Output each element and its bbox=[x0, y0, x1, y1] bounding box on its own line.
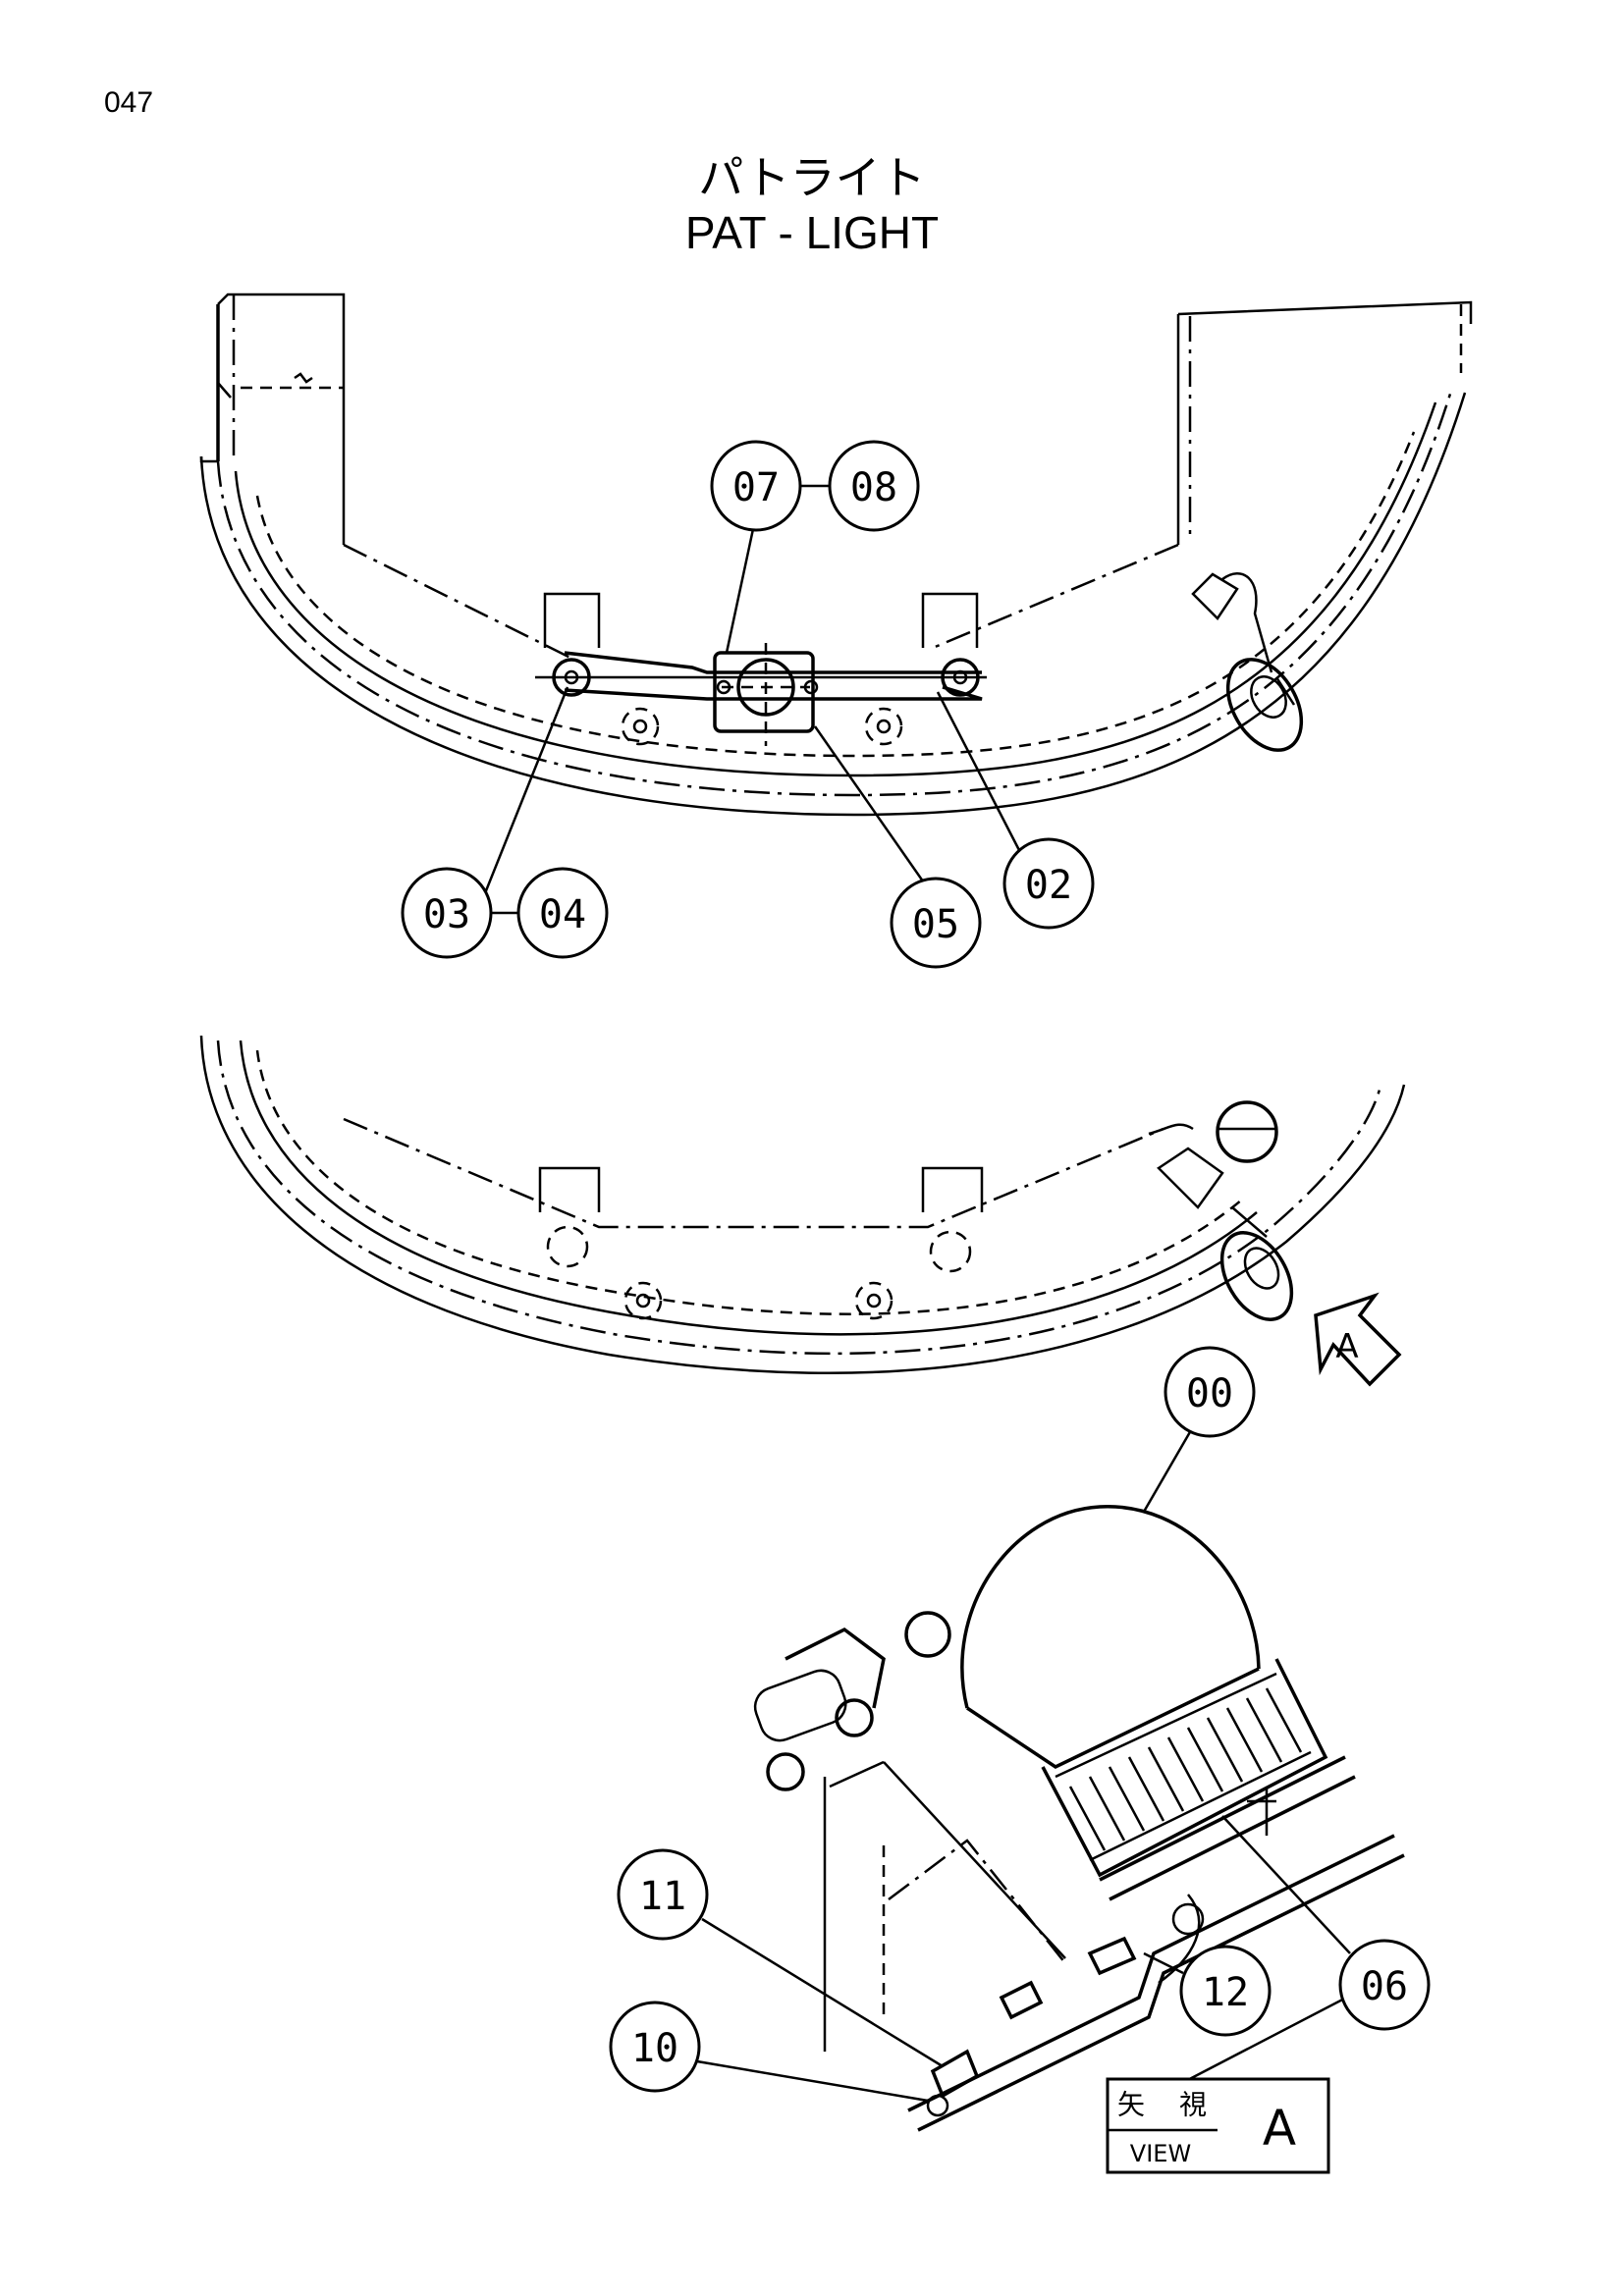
callout-08: 08 bbox=[828, 440, 920, 532]
view-arrow-label: A bbox=[1335, 1327, 1358, 1366]
detail-view-drawing bbox=[753, 1505, 1405, 2132]
callout-02-label: 02 bbox=[1025, 863, 1072, 908]
callout-08-label: 08 bbox=[850, 465, 897, 510]
callout-06-label: 06 bbox=[1361, 1964, 1408, 2009]
callout-12: 12 bbox=[1179, 1945, 1272, 2037]
callout-03: 03 bbox=[401, 867, 493, 959]
view-en-label: VIEW bbox=[1130, 2140, 1191, 2167]
title-english: PAT - LIGHT bbox=[684, 207, 940, 258]
callout-10-label: 10 bbox=[631, 2026, 678, 2071]
top-view-drawing bbox=[199, 293, 1473, 817]
callout-11: 11 bbox=[617, 1848, 709, 1941]
middle-view-drawing bbox=[199, 1035, 1406, 1387]
callout-07: 07 bbox=[710, 440, 802, 532]
lamp-knurl bbox=[1068, 1687, 1303, 1851]
view-jp-char-2: 視 bbox=[1179, 2089, 1207, 2121]
leader-lines bbox=[469, 514, 1351, 2103]
view-a-box: 矢 視 VIEW A bbox=[1106, 2077, 1330, 2174]
callout-07-label: 07 bbox=[732, 465, 780, 510]
callout-10: 10 bbox=[609, 2001, 701, 2093]
callout-00-label: 00 bbox=[1186, 1371, 1233, 1416]
callout-03-label: 03 bbox=[423, 892, 470, 937]
callout-06: 06 bbox=[1338, 1939, 1431, 2031]
callout-05: 05 bbox=[890, 877, 982, 969]
callout-00: 00 bbox=[1164, 1346, 1256, 1438]
callout-05-label: 05 bbox=[912, 902, 959, 947]
callout-04: 04 bbox=[516, 867, 609, 959]
title-japanese: パトライト bbox=[698, 151, 926, 204]
callout-04-label: 04 bbox=[539, 892, 586, 937]
callout-12-label: 12 bbox=[1202, 1970, 1249, 2015]
callout-11-label: 11 bbox=[639, 1874, 686, 1919]
page-number: 047 bbox=[104, 86, 154, 119]
view-jp-char-1: 矢 bbox=[1117, 2089, 1145, 2121]
callout-02: 02 bbox=[1002, 837, 1095, 930]
view-letter: A bbox=[1263, 2100, 1296, 2157]
